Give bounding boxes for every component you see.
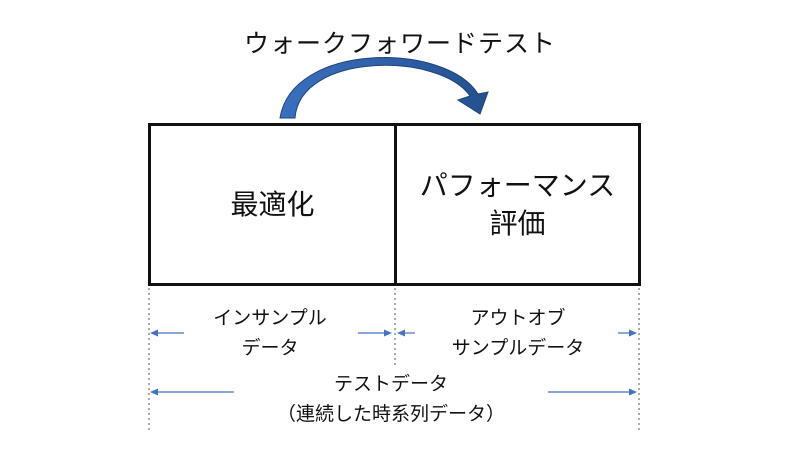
test-data-label: テストデータ （連続した時系列データ） — [236, 369, 546, 429]
test-data-label-line1: テストデータ — [333, 373, 448, 395]
in-sample-range-arrow — [150, 329, 392, 337]
performance-label-line1: パフォーマンス — [419, 168, 616, 202]
curved-arrow-icon — [279, 57, 489, 119]
in-sample-label-line1: インサンプル — [213, 307, 327, 329]
out-of-sample-label: アウトオブ サンプルデータ — [418, 303, 618, 363]
test-data-label-line2: （連続した時系列データ） — [276, 403, 505, 425]
test-data-range-arrow — [150, 388, 637, 396]
out-of-sample-label-line2: サンプルデータ — [451, 337, 585, 359]
diagram-title: ウォークフォワードテスト — [243, 29, 556, 58]
in-sample-label: インサンプル データ — [184, 303, 356, 363]
optimization-label: 最適化 — [230, 187, 315, 221]
in-sample-label-line2: データ — [241, 337, 299, 359]
performance-evaluation-box: パフォーマンス 評価 — [394, 123, 641, 286]
performance-label-line2: 評価 — [489, 206, 546, 240]
optimization-box: 最適化 — [148, 123, 397, 286]
out-of-sample-label-line1: アウトオブ — [470, 307, 566, 329]
